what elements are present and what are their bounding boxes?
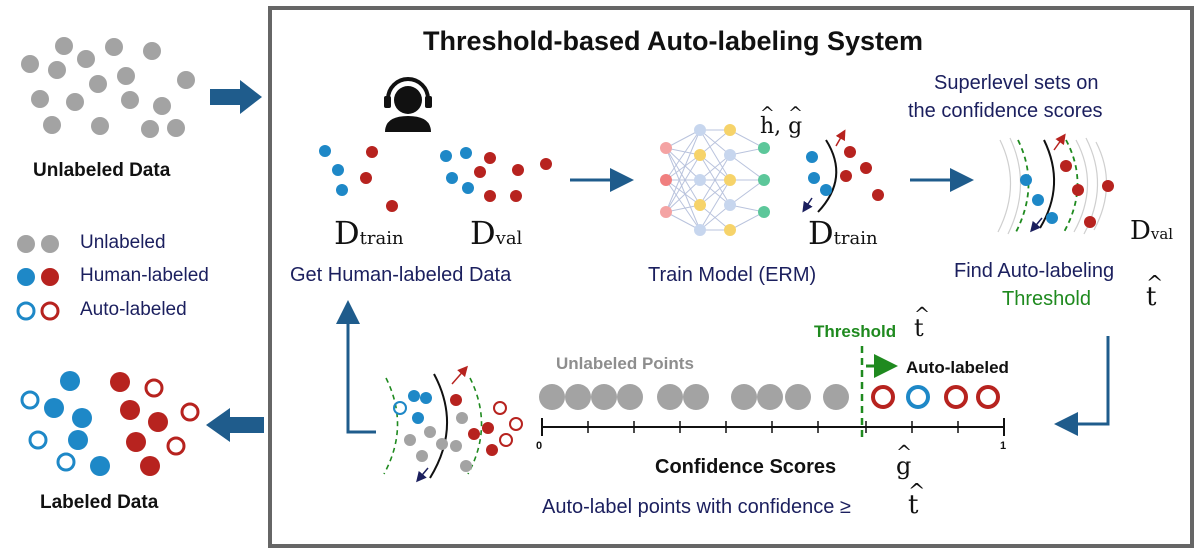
legend-symbols — [16, 235, 60, 321]
axis-tick-max: 1 — [1000, 440, 1007, 452]
auto-labeled-label: Auto-labeled — [906, 358, 1009, 377]
arrow-to-labeled-data — [206, 408, 264, 442]
arrow-loop-back — [336, 300, 376, 434]
stage2-caption: Train Model (ERM) — [648, 264, 817, 286]
diagram-title: Threshold-based Auto-labeling System — [423, 26, 924, 56]
neural-network-icon — [660, 124, 770, 236]
axis-unlabeled-points — [539, 384, 849, 410]
autolabel-boundary-illustration — [383, 365, 523, 483]
dtrain-points — [319, 145, 398, 212]
legend-human-labeled-label: Human-labeled — [80, 265, 209, 286]
stage3-caption-line2: Threshold — [1002, 288, 1091, 310]
axis-autolabeled-points — [871, 385, 1000, 409]
legend-unlabeled-label: Unlabeled — [80, 232, 166, 253]
confidence-axis-label: Confidence Scores — [655, 456, 837, 478]
stage4-caption: Auto-label points with confidence ≥ — [542, 496, 851, 518]
arrow-to-autolabel — [1054, 336, 1110, 436]
confidence-g-symbol: g — [896, 441, 912, 480]
trained-model-boundary — [802, 129, 884, 213]
axis-tick-min: 0 — [536, 440, 543, 452]
superlevel-heading-line2: the confidence scores — [908, 100, 1103, 122]
confidence-axis — [541, 418, 1005, 436]
arrow-to-system — [210, 80, 262, 114]
dval-points — [440, 147, 552, 202]
model-functions-label: h, g — [760, 104, 802, 139]
dval-label: Dval — [470, 214, 523, 252]
stage1-caption: Get Human-labeled Data — [290, 264, 512, 286]
superlevel-sets — [997, 133, 1114, 235]
threshold-label: Threshold — [814, 322, 897, 341]
dtrain-model-label: Dtrain — [808, 214, 878, 252]
stage3-caption-line1: Find Auto-labeling — [954, 260, 1115, 282]
unlabeled-points-label: Unlabeled Points — [556, 354, 694, 373]
superlevel-heading-line1: Superlevel sets on — [934, 72, 1099, 94]
labeled-data-caption: Labeled Data — [40, 492, 159, 513]
dval-threshold-label: Dval — [1130, 216, 1174, 246]
threshold-t-symbol: t — [914, 303, 924, 342]
labeled-data-cluster — [20, 371, 200, 476]
stage4-caption-t-symbol: t — [908, 479, 919, 520]
legend-auto-labeled-label: Auto-labeled — [80, 299, 187, 320]
human-annotator-icon — [384, 77, 432, 132]
unlabeled-data-cluster — [21, 37, 195, 138]
dtrain-label: Dtrain — [334, 214, 404, 252]
unlabeled-data-caption: Unlabeled Data — [33, 160, 171, 181]
stage3-threshold-symbol: t — [1146, 271, 1157, 312]
system-frame — [268, 6, 1194, 548]
